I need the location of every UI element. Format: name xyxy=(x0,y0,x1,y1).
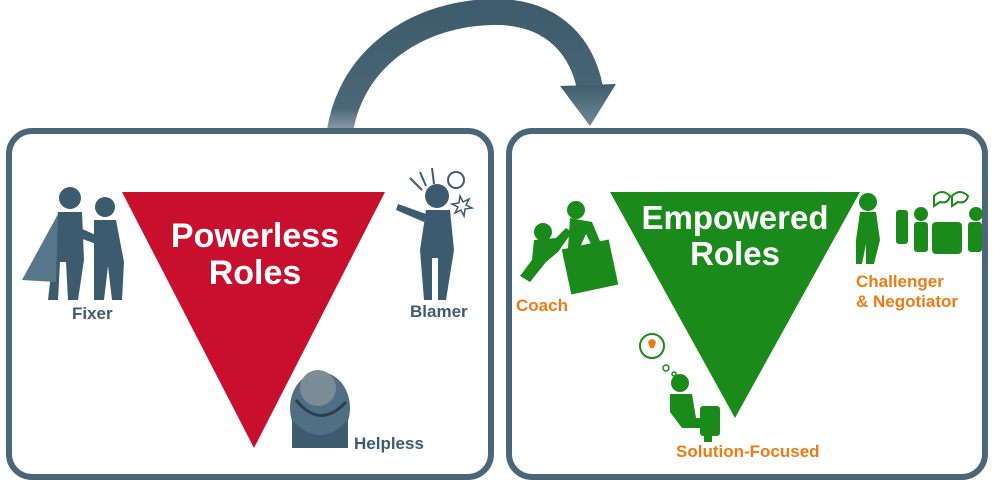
role-label-challenger-line1: Challenger xyxy=(856,272,944,291)
powerless-title: Powerless Roles xyxy=(150,218,360,291)
blamer-figure-icon xyxy=(396,167,475,300)
role-label-solution-focused: Solution-Focused xyxy=(676,442,820,461)
empowered-title: Empowered Roles xyxy=(620,200,850,271)
role-label-blamer: Blamer xyxy=(410,302,468,321)
role-label-coach: Coach xyxy=(516,296,568,315)
powerless-title-line1: Powerless xyxy=(170,217,340,255)
powerless-triangle xyxy=(122,192,385,448)
role-label-fixer: Fixer xyxy=(72,304,113,323)
empowered-triangle xyxy=(610,192,860,418)
role-label-challenger-line2: & Negotiator xyxy=(856,292,958,311)
coach-figures-icon xyxy=(520,201,619,295)
powerless-title-line2: Roles xyxy=(208,253,302,292)
role-label-helpless: Helpless xyxy=(354,434,424,453)
empowered-title-line2: Roles xyxy=(690,234,780,272)
helpless-figure-icon xyxy=(290,370,350,448)
fixer-figures-icon xyxy=(22,187,124,300)
empowered-title-line1: Empowered xyxy=(641,199,829,236)
role-label-challenger: Challenger & Negotiator xyxy=(856,272,958,312)
thinking-figure-icon xyxy=(639,333,720,442)
negotiation-table-icon xyxy=(856,191,983,264)
